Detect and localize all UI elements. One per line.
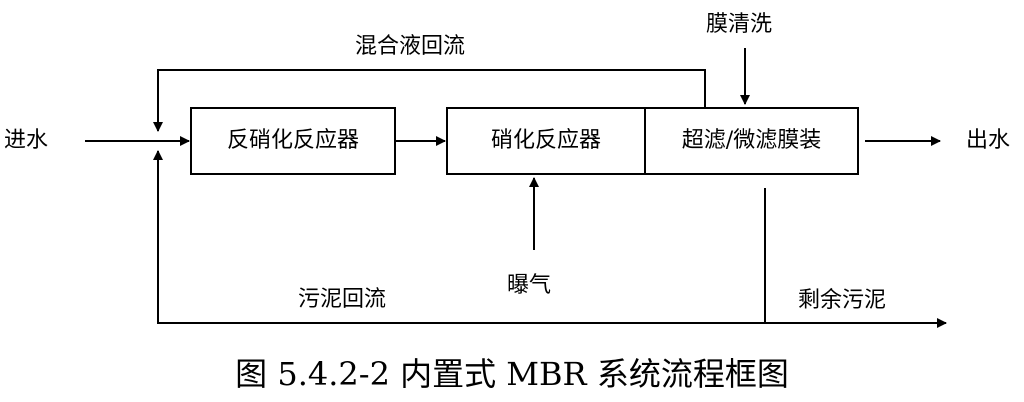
aeration-label: 曝气: [507, 273, 552, 298]
membrane-unit-box: [644, 107, 859, 175]
denitrification-reactor-label: 反硝化反应器: [226, 128, 359, 153]
figure-caption: 图 5.4.2-2 内置式 MBR 系统流程框图: [235, 355, 789, 393]
outlet-water-label: 出水: [966, 128, 1011, 153]
membrane-unit-label: 超滤/微滤膜装: [681, 128, 822, 153]
sludge-return-label: 污泥回流: [298, 287, 387, 312]
mixed-liquor-return-label: 混合液回流: [355, 34, 466, 59]
sludge-return-line: [153, 150, 766, 324]
excess-sludge-label: 剩余污泥: [798, 288, 887, 313]
inlet-water-label: 进水: [4, 128, 49, 153]
mixed-liquor-return-line: [153, 69, 706, 132]
membrane-cleaning-label: 膜清洗: [706, 12, 773, 37]
nitrification-reactor-label: 硝化反应器: [490, 128, 601, 153]
